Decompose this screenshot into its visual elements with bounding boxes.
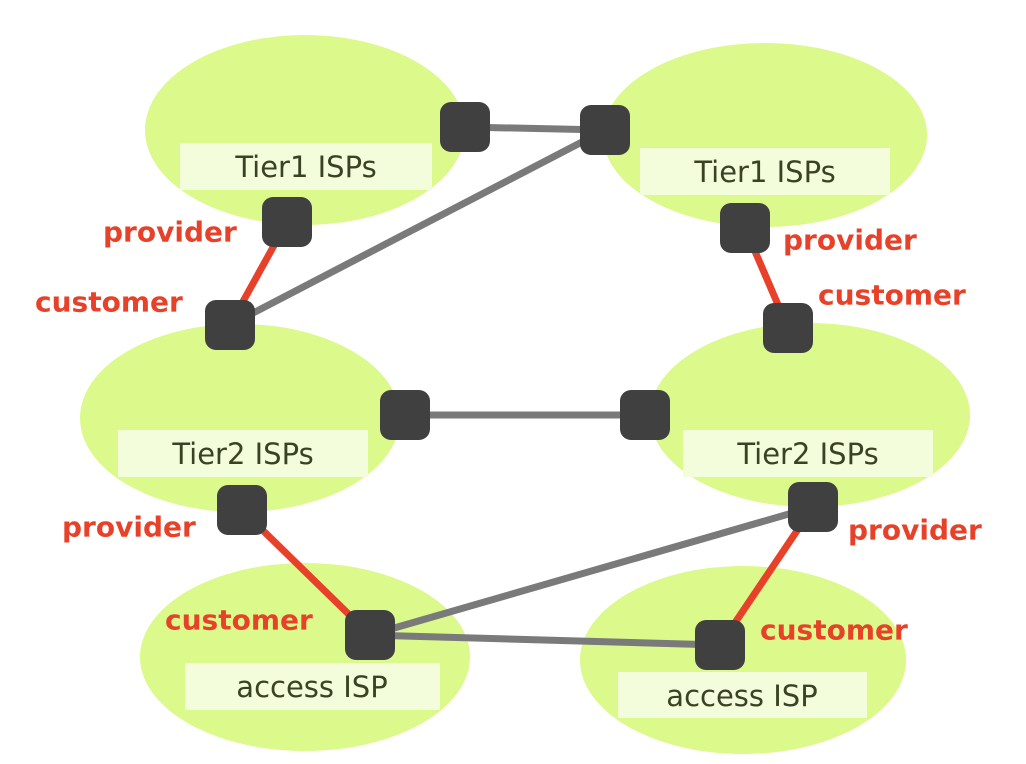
cloud-label-access-left: access ISP — [236, 670, 387, 704]
role-label-customer: customer — [35, 286, 183, 319]
label-box — [683, 430, 933, 477]
cloud-label-tier2-left: Tier2 ISPs — [171, 437, 313, 471]
router-node — [580, 105, 630, 155]
label-box — [618, 672, 867, 718]
link-access-left-to-tier2-right — [369, 503, 814, 639]
router-node — [205, 300, 255, 350]
role-label-customer: customer — [818, 279, 966, 312]
link-tier1-right-to-tier2-left — [228, 126, 607, 329]
router-node — [695, 620, 745, 670]
role-label-provider: provider — [62, 511, 196, 544]
router-node — [217, 485, 267, 535]
router-node — [440, 102, 490, 152]
cloud-access-left — [140, 563, 470, 751]
cloud-labels: Tier1 ISPs Tier1 ISPs Tier2 ISPs Tier2 I… — [118, 143, 933, 718]
cloud-label-tier2-right: Tier2 ISPs — [736, 437, 878, 471]
router-node — [720, 203, 770, 253]
cloud-label-tier1-left: Tier1 ISPs — [234, 150, 376, 184]
peer-link-access — [369, 631, 721, 649]
cloud-label-tier1-right: Tier1 ISPs — [693, 155, 835, 189]
cloud-tier2-left — [80, 324, 400, 512]
router-node — [620, 390, 670, 440]
cloud-tier1-right — [603, 43, 927, 227]
label-box — [185, 663, 440, 710]
label-box — [640, 148, 890, 195]
label-box — [180, 143, 432, 190]
role-label-provider: provider — [848, 514, 982, 547]
role-label-customer: customer — [165, 604, 313, 637]
nodes — [205, 102, 838, 670]
cloud-tier2-right — [650, 323, 970, 507]
router-node — [262, 197, 312, 247]
router-node — [763, 303, 813, 353]
role-labels: provider customer provider customer prov… — [35, 216, 982, 647]
role-label-customer: customer — [760, 614, 908, 647]
router-node — [380, 390, 430, 440]
router-node — [788, 482, 838, 532]
router-node — [345, 610, 395, 660]
role-label-provider: provider — [783, 224, 917, 257]
label-box — [118, 430, 368, 477]
cloud-tier1-left — [145, 35, 465, 225]
cloud-label-access-right: access ISP — [666, 679, 817, 713]
role-label-provider: provider — [103, 216, 237, 249]
